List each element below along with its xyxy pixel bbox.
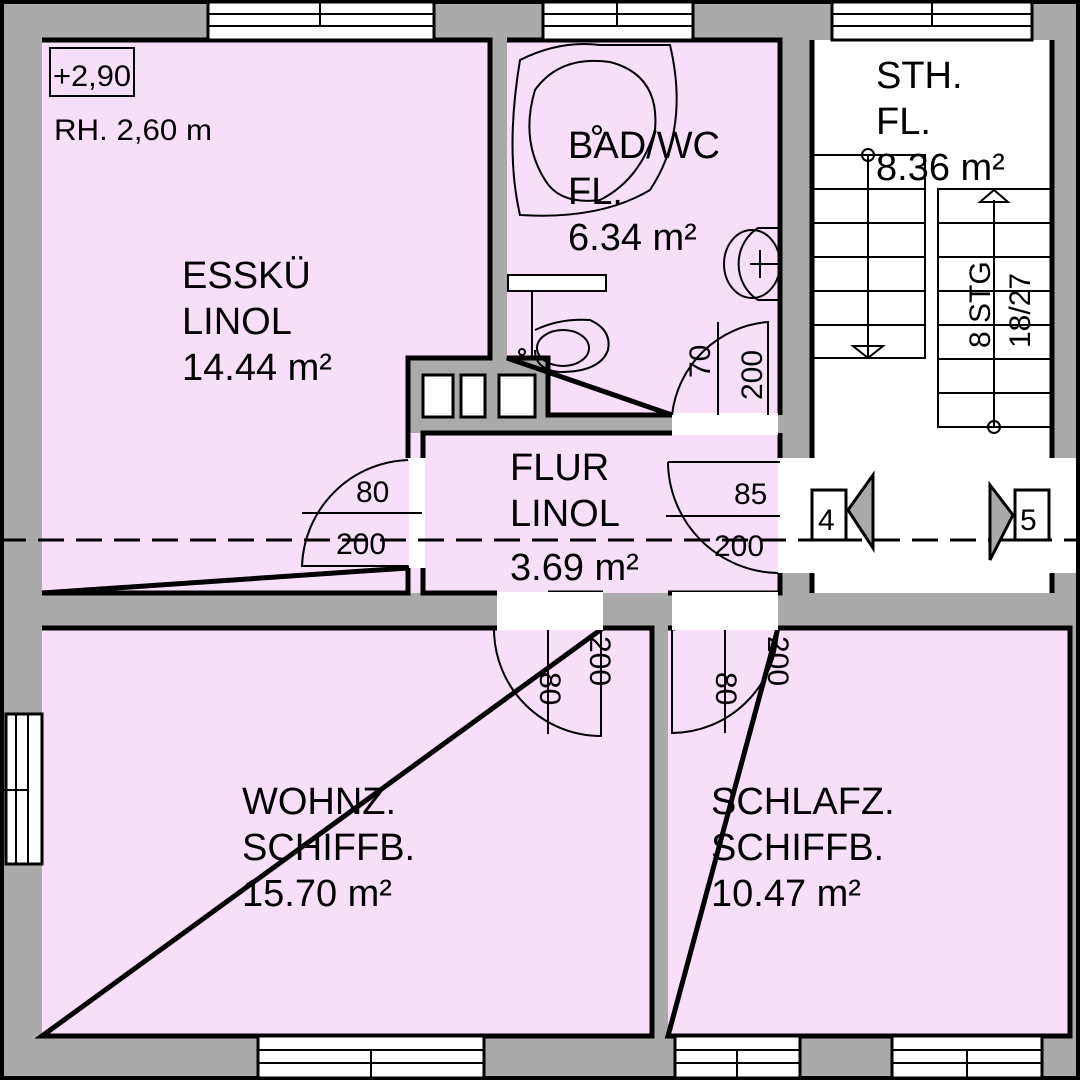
window-top-left: [206, 0, 436, 42]
door-esskueche-width: 80: [356, 476, 389, 509]
door-entry-height: 200: [714, 530, 764, 563]
section-marker-right: [988, 480, 1051, 561]
door-swing-wohnzimmer: [493, 629, 602, 738]
bad-floor: FL.: [568, 171, 623, 213]
toilet-icon: [518, 318, 610, 374]
door-swing-schlafzimmer: [671, 629, 779, 735]
window-bottom-schlafzimmer-1: [673, 1034, 802, 1080]
elevation-label: +2,90: [53, 60, 131, 93]
flur-outline: [420, 430, 783, 596]
bathtub-icon: [511, 43, 678, 217]
door-swing-esskueche: [300, 459, 422, 567]
stair-ratio-label: 18/27: [1004, 273, 1037, 348]
flur-name: FLUR: [510, 447, 609, 489]
schlafzimmer-name: SCHLAFZ.: [711, 781, 895, 823]
door-schlafzimmer-height: 200: [761, 636, 794, 686]
door-gap-schlafzimmer: [672, 592, 778, 630]
room-wohnzimmer: [42, 628, 652, 1036]
stiege-floor: FL.: [876, 101, 931, 143]
door-gap-entry: [778, 458, 814, 573]
room-schlafzimmer: [668, 628, 1070, 1036]
shaft-1: [421, 373, 455, 419]
door-wohnzimmer-width: 80: [533, 672, 566, 705]
flur-area: 3.69 m²: [510, 547, 639, 589]
schlafzimmer-floor: SCHIFFB.: [711, 827, 884, 869]
shaft-3: [497, 373, 537, 419]
door-gap-bad: [672, 413, 778, 435]
door-bad-width: 70: [684, 345, 717, 378]
stiege-area: 8.36 m²: [876, 147, 1005, 189]
door-entry-width: 85: [734, 478, 767, 511]
esskueche-name: ESSKÜ: [182, 255, 311, 297]
room-bad: [507, 40, 780, 415]
door-bad-height: 200: [736, 350, 769, 400]
door-schlafzimmer-width: 80: [709, 672, 742, 705]
door-gap-wohnzimmer: [497, 592, 603, 630]
window-top-bath: [541, 0, 695, 42]
section-marker-right-label: 5: [1020, 504, 1037, 537]
door-esskueche-height: 200: [336, 528, 386, 561]
wohnzimmer-area: 15.70 m²: [242, 873, 392, 915]
stair-steps-label: 8 STG: [964, 261, 997, 348]
bad-name: BAD/WC: [568, 125, 720, 167]
schlafzimmer-area: 10.47 m²: [711, 873, 861, 915]
wohnzimmer-name: WOHNZ.: [242, 781, 396, 823]
window-bottom-wohnzimmer: [256, 1034, 486, 1080]
elevation-box: [49, 47, 135, 97]
bad-area: 6.34 m²: [568, 217, 697, 259]
partition-wall: [507, 274, 607, 358]
room-flur: [423, 433, 780, 593]
window-top-stair: [830, 0, 1034, 42]
section-marker-left: [810, 470, 875, 554]
shaft-2: [459, 373, 487, 419]
esskueche-floor: LINOL: [182, 301, 292, 343]
esskueche-area: 14.44 m²: [182, 347, 332, 389]
window-bottom-schlafzimmer-2: [890, 1034, 1044, 1080]
section-marker-left-label: 4: [818, 504, 835, 537]
door-wohnzimmer-height: 200: [583, 636, 616, 686]
stair-flight-left: [812, 148, 926, 360]
stiege-name: STH.: [876, 55, 963, 97]
wohnzimmer-outline: [34, 625, 655, 1039]
wohnzimmer-floor: SCHIFFB.: [242, 827, 415, 869]
door-swing-bad: [671, 320, 769, 416]
room-height-label: RH. 2,60 m: [54, 114, 212, 147]
washbasin-icon: [723, 227, 781, 301]
window-left: [0, 712, 44, 866]
stair-flight-right: [937, 188, 1052, 434]
stiege-outline: [809, 40, 1055, 593]
flur-floor: LINOL: [510, 493, 620, 535]
